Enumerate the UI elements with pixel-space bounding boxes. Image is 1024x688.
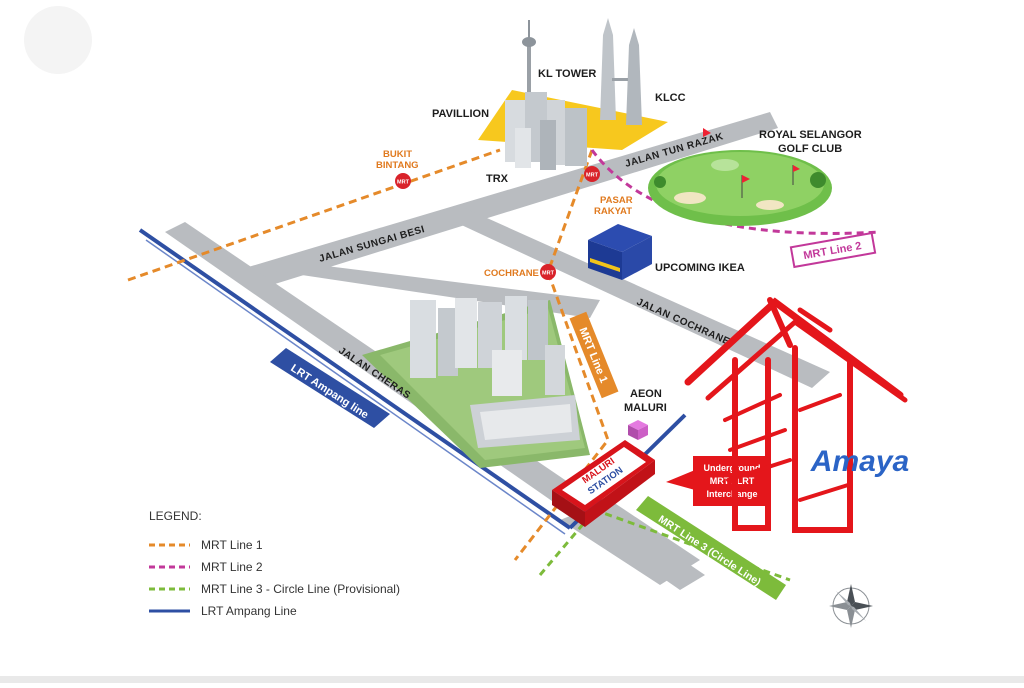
label-bukit: BUKIT: [383, 149, 412, 160]
mrt-station-markers: MRT MRT MRT: [395, 166, 600, 280]
label-kl-tower: KL TOWER: [538, 68, 596, 80]
tag-mrt-line-1: MRT Line 1: [569, 311, 619, 399]
city-centre-illustration: [478, 18, 668, 170]
road-lower: [560, 500, 700, 585]
amaya-logo: [684, 297, 946, 533]
legend-item-mrt-line-1: MRT Line 1: [149, 538, 263, 552]
ikea-building-icon: [588, 224, 652, 280]
compass-icon: [829, 584, 873, 628]
label-royal-selangor: ROYAL SELANGOR: [759, 129, 862, 141]
legend-title: LEGEND:: [149, 509, 202, 523]
flag-icon: [703, 128, 711, 137]
development-site-illustration: [362, 296, 590, 468]
label-aeon: AEON: [630, 388, 662, 400]
mrt-line-2-track: [590, 149, 881, 235]
mrt-marker-pasar-rakyat: MRT: [584, 166, 600, 182]
label-upcoming-ikea: UPCOMING IKEA: [655, 262, 745, 274]
label-bintang: BINTANG: [376, 160, 419, 171]
interchange-callout: Underground MRT / LRT Interchange: [666, 456, 771, 506]
maluri-station-icon: MALURI STATION: [552, 440, 655, 527]
label-pavillion: PAVILLION: [432, 108, 489, 120]
legend-item-lrt-ampang: LRT Ampang Line: [149, 604, 297, 618]
legend-item-mrt-line-2: MRT Line 2: [149, 560, 263, 574]
label-rakyat: RAKYAT: [594, 206, 632, 217]
label-maluri: MALURI: [624, 402, 667, 414]
svg-text:MRT: MRT: [397, 180, 410, 186]
svg-text:MRT: MRT: [542, 271, 555, 277]
golf-course-illustration: [648, 128, 832, 226]
label-cochrane: COCHRANE: [484, 268, 539, 279]
svg-text:MRT Line 2: MRT Line 2: [201, 560, 263, 574]
legend-item-mrt-line-3: MRT Line 3 - Circle Line (Provisional): [149, 582, 400, 596]
mrt-marker-bukit-bintang: MRT: [395, 173, 411, 189]
svg-text:MRT: MRT: [586, 173, 599, 179]
label-trx: TRX: [486, 173, 509, 185]
station-labels: BUKIT BINTANG PASAR RAKYAT COCHRANE: [376, 149, 633, 279]
svg-text:MRT Line 3 - Circle Line (Prov: MRT Line 3 - Circle Line (Provisional): [201, 582, 400, 596]
aeon-maluri-icon: [628, 420, 648, 440]
road-jalan-sungai-besi: [245, 112, 778, 288]
landmark-labels: KL TOWER KLCC PAVILLION TRX ROYAL SELANG…: [432, 68, 862, 414]
mrt-marker-cochrane: MRT: [540, 264, 556, 280]
svg-text:LRT Ampang line: LRT Ampang line: [288, 362, 370, 421]
svg-text:MRT Line 1: MRT Line 1: [201, 538, 263, 552]
label-klcc: KLCC: [655, 92, 686, 104]
watermark-circle: [24, 6, 92, 74]
label-golf-club: GOLF CLUB: [778, 143, 842, 155]
label-pasar: PASAR: [600, 195, 633, 206]
bottom-bar: [0, 676, 1024, 683]
svg-text:LRT Ampang Line: LRT Ampang Line: [201, 604, 297, 618]
amaya-brand-text: Amaya: [810, 445, 909, 478]
tag-mrt-line-2: MRT Line 2: [789, 231, 877, 269]
legend: LEGEND: MRT Line 1 MRT Line 2 MRT Line 3…: [149, 509, 400, 618]
